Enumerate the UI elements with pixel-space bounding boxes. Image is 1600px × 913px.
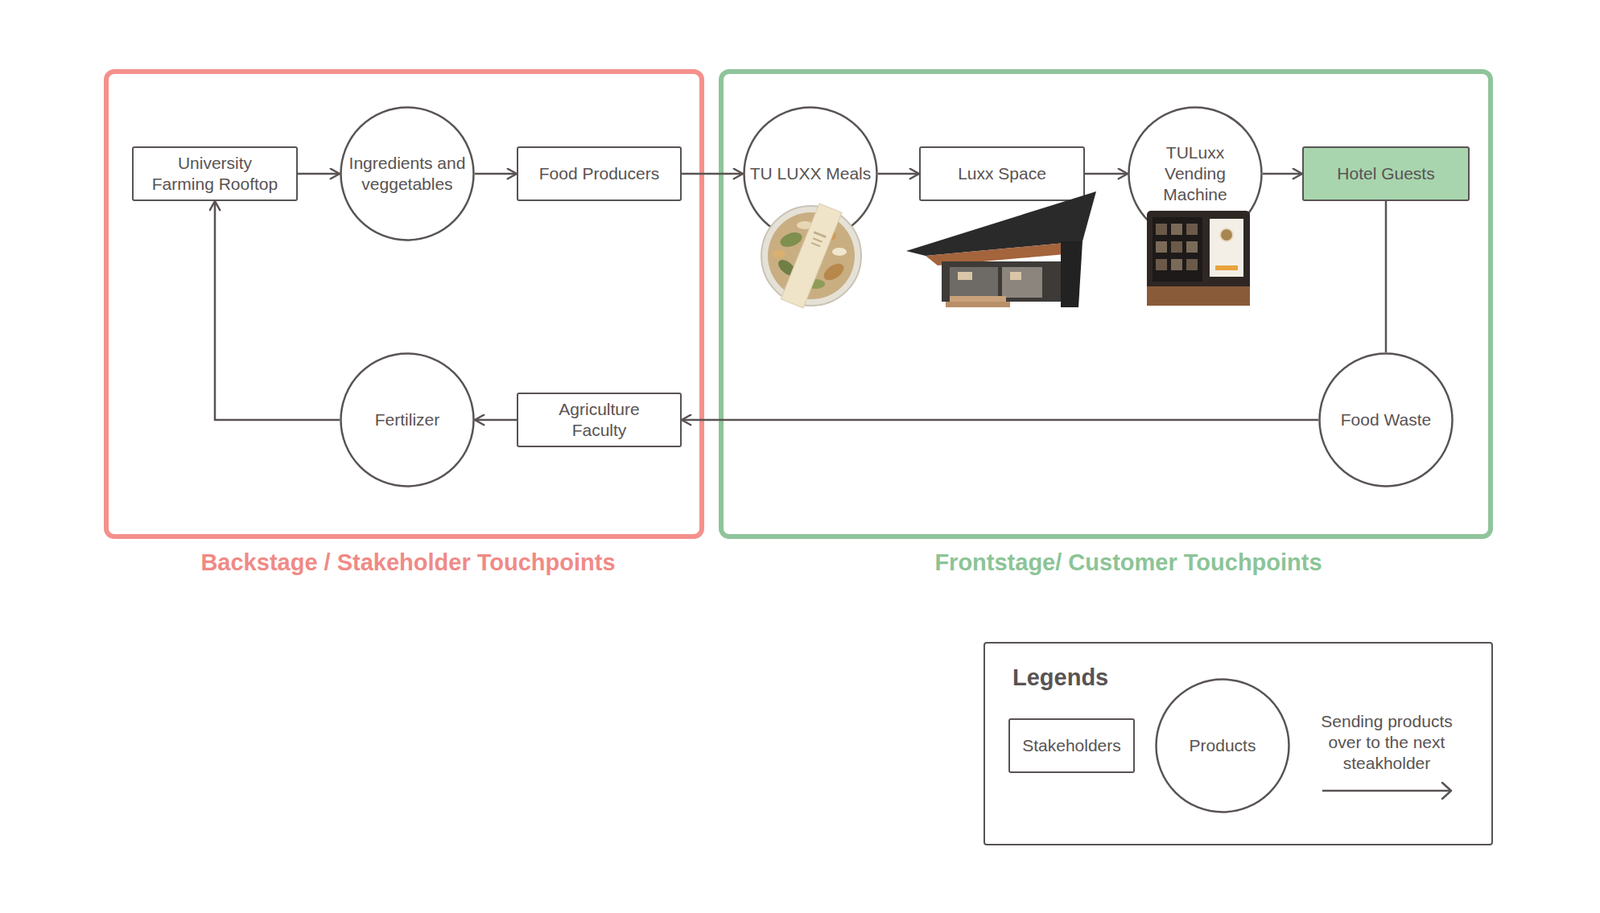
- step: [945, 301, 1011, 308]
- node-text: University Farming Rooftop: [146, 152, 284, 195]
- stakeholder-box: Luxx Space: [919, 146, 1085, 202]
- band-heading: Frontstage/ Customer Touchpoints: [741, 548, 1516, 577]
- label-mark: [811, 242, 821, 248]
- facade: [941, 261, 1071, 302]
- node-text: TU LUXX Meals: [744, 163, 877, 185]
- product-circle: Food Waste: [1318, 352, 1454, 488]
- building: [906, 191, 1097, 308]
- product-slot: [1171, 259, 1183, 271]
- circle-shape: [1319, 354, 1453, 487]
- product-circle: Ingredients and veggetables: [339, 106, 475, 242]
- legend-arrow-head: [1442, 783, 1452, 800]
- circle-shape: [1129, 107, 1262, 241]
- window-light: [957, 272, 973, 281]
- product-slot: [1186, 241, 1198, 253]
- product-slot: [1186, 259, 1198, 271]
- flow-arrow: [474, 419, 517, 422]
- legend-arrow-sample: Sending products over to the next steakh…: [1306, 709, 1468, 776]
- flow-arrow: [474, 173, 517, 176]
- legend-arrow-line: [1322, 790, 1452, 793]
- step: [949, 296, 1007, 303]
- food-piece: [772, 250, 786, 259]
- window-light: [1010, 272, 1022, 281]
- node-text: TULuxx Vending Machine: [1150, 142, 1241, 206]
- flow-arrow: [214, 201, 340, 421]
- food-piece: [805, 279, 825, 289]
- column: [1060, 241, 1083, 308]
- product-circle: TULuxx Vending Machine: [1127, 106, 1263, 242]
- stakeholder-box: Hotel Guests: [1302, 146, 1470, 202]
- flow-arrow: [878, 173, 920, 176]
- circle-outline: [339, 106, 475, 242]
- flow-arrow: [1385, 201, 1388, 353]
- legend-circle-shape: [1156, 680, 1290, 813]
- roof: [906, 191, 1097, 256]
- stakeholder-box: Agriculture Faculty: [516, 392, 682, 448]
- legend-text: Stakeholders: [1011, 735, 1133, 757]
- product-circle: Fertilizer: [339, 352, 475, 488]
- food-piece: [832, 247, 847, 256]
- circle-shape: [744, 107, 878, 241]
- node-text: Food Producers: [523, 163, 677, 185]
- product-slot: [1171, 241, 1183, 253]
- flow-arrow: [1262, 173, 1303, 176]
- legend-stakeholder-sample: Stakeholders: [1008, 718, 1135, 774]
- node-text: Food Waste: [1324, 409, 1448, 431]
- screen-button: [1215, 265, 1238, 271]
- node-text: Agriculture Faculty: [539, 399, 660, 442]
- glass: [949, 267, 998, 298]
- product-slot: [1155, 241, 1168, 253]
- legend-text: Products: [1162, 735, 1283, 757]
- flow-arrow: [1084, 173, 1128, 176]
- band-heading: Backstage / Stakeholder Touchpoints: [107, 548, 709, 577]
- node-text: Hotel Guests: [1309, 163, 1463, 185]
- product-circle: TU LUXX Meals: [742, 106, 879, 242]
- flow-arrow: [681, 173, 743, 176]
- product-slot: [1155, 259, 1168, 271]
- node-text: Ingredients and veggetables: [346, 152, 469, 195]
- stage-band: Backstage / Stakeholder TouchpointsUnive…: [103, 69, 705, 540]
- stage-band: Frontstage/ Customer TouchpointsTU LUXX …: [718, 69, 1493, 540]
- legend-title: Legends: [1012, 664, 1109, 692]
- flow-arrow: [297, 173, 340, 176]
- glass: [1002, 267, 1043, 298]
- stakeholder-box: University Farming Rooftop: [131, 146, 298, 202]
- flow-arrow: [681, 419, 1319, 422]
- stakeholder-box: Food Producers: [516, 146, 682, 202]
- circle-shape: [341, 354, 475, 487]
- roof-underside: [925, 241, 1083, 266]
- legend-product-sample: Products: [1154, 678, 1291, 814]
- food-piece: [820, 259, 847, 284]
- legend-text: Sending products over to the next steakh…: [1313, 711, 1460, 775]
- machine-base: [1146, 286, 1250, 306]
- circle-shape: [341, 107, 475, 241]
- node-text: Fertilizer: [346, 409, 469, 431]
- food-piece: [775, 256, 800, 279]
- node-text: Luxx Space: [925, 163, 1079, 185]
